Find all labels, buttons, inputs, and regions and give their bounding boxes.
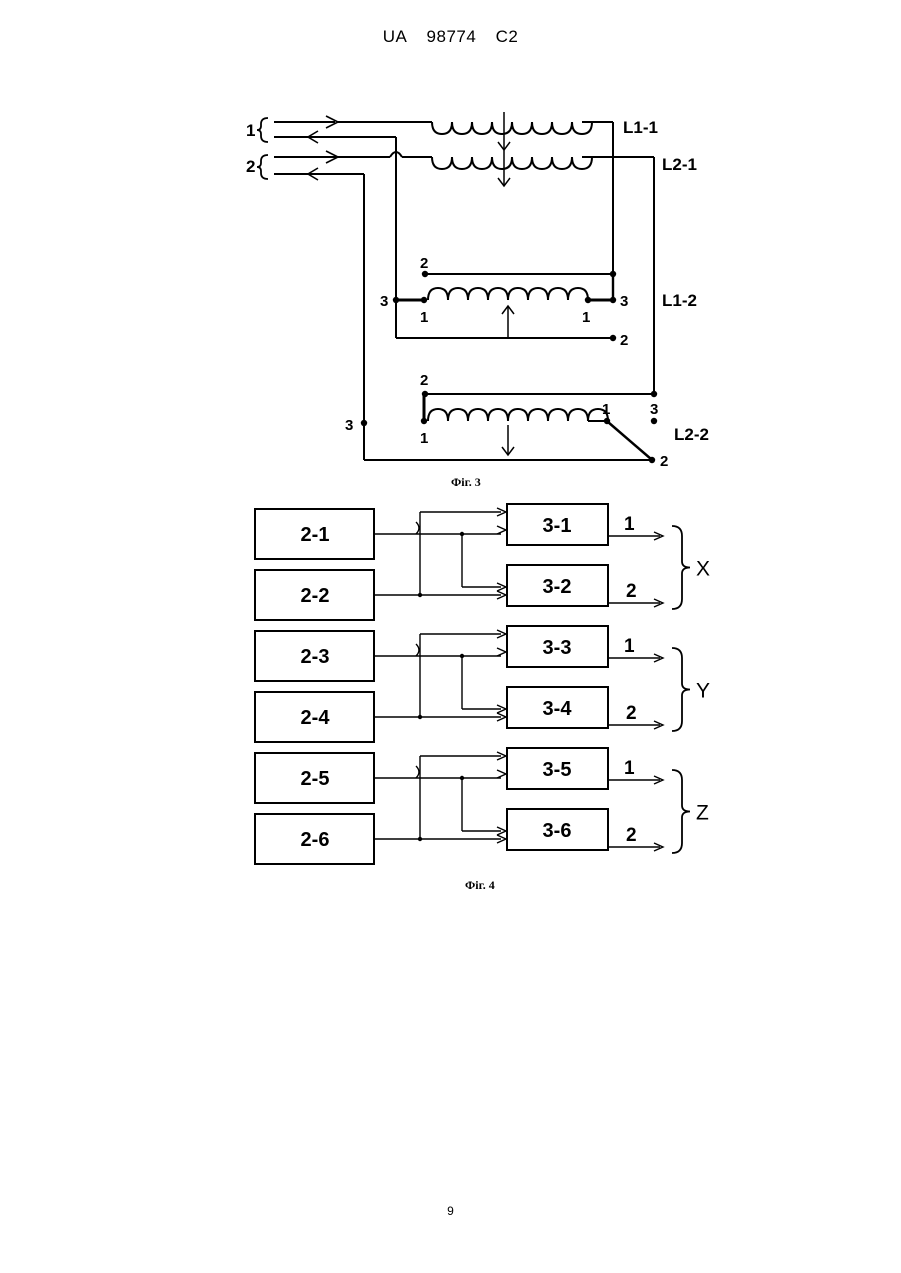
junction-dot xyxy=(418,837,422,841)
coil-l2-2 xyxy=(428,409,608,421)
terminal-label: 2 xyxy=(420,255,428,272)
source-block-label: 2-6 xyxy=(301,829,330,851)
terminal-label: 2 xyxy=(420,372,428,389)
figure-4-caption: Фіг. 4 xyxy=(465,878,495,892)
output-label: 1 xyxy=(624,758,635,779)
source-block-label: 2-2 xyxy=(301,585,330,607)
terminal-label: 2 xyxy=(620,332,628,349)
terminal-dot xyxy=(361,420,367,426)
terminal-dot xyxy=(604,418,610,424)
terminal-label: 3 xyxy=(345,417,353,434)
output-label: 2 xyxy=(626,581,637,602)
terminal-label: 2 xyxy=(660,453,668,470)
arrow-right-icon xyxy=(497,648,506,656)
junction-dot xyxy=(460,532,464,536)
terminal-label: 1 xyxy=(602,401,610,418)
terminal-dot xyxy=(610,297,616,303)
junction-dot xyxy=(460,776,464,780)
terminal-dot xyxy=(393,297,399,303)
source-block-label: 2-4 xyxy=(301,707,331,729)
input-2-label: 2 xyxy=(246,157,255,176)
terminal-label: 1 xyxy=(420,309,428,326)
terminal-label: 1 xyxy=(582,309,590,326)
wire-crossing xyxy=(416,644,419,656)
winding-label-l2-1: L2-1 xyxy=(662,155,697,174)
page-number: 9 xyxy=(0,1204,901,1218)
brace-icon xyxy=(672,648,690,731)
terminal-label: 1 xyxy=(420,430,428,447)
arrow-right-icon xyxy=(497,526,506,534)
axis-label: Y xyxy=(696,680,710,703)
output-label: 2 xyxy=(626,703,637,724)
wire-crossing xyxy=(416,522,419,534)
junction-dot xyxy=(418,593,422,597)
axis-label: Z xyxy=(696,802,709,825)
receiver-block-label: 3-6 xyxy=(543,820,572,842)
arrow-right-icon xyxy=(497,770,506,778)
input-1-label: 1 xyxy=(246,121,255,140)
brace-icon xyxy=(672,526,690,609)
coil-l1-2 xyxy=(428,288,588,300)
terminal-dot xyxy=(610,335,616,341)
receiver-block-label: 3-1 xyxy=(543,515,572,537)
input-1-brace xyxy=(257,118,268,142)
coil-l2-1 xyxy=(432,157,592,169)
receiver-block-label: 3-3 xyxy=(543,637,572,659)
terminal-dot xyxy=(651,418,657,424)
source-block-label: 2-1 xyxy=(301,524,330,546)
source-block-label: 2-5 xyxy=(301,768,330,790)
fig3-labels: 1 2 L1-1 L2-1 L1-2 L2-2 2 3 1 1 3 2 2 3 … xyxy=(246,118,709,470)
coil-l1-1 xyxy=(432,122,592,134)
terminal-dot xyxy=(651,391,657,397)
terminal-label: 3 xyxy=(620,293,628,310)
output-label: 1 xyxy=(624,636,635,657)
winding-label-l1-2: L1-2 xyxy=(662,291,697,310)
junction-dot xyxy=(418,715,422,719)
wire-crossing xyxy=(416,766,419,778)
terminal-dot xyxy=(610,271,616,277)
terminal-label: 3 xyxy=(380,293,388,310)
terminal-dot xyxy=(585,297,591,303)
junction-dot xyxy=(460,654,464,658)
terminal-dot xyxy=(421,418,427,424)
source-block-label: 2-3 xyxy=(301,646,330,668)
axis-label: X xyxy=(696,558,710,581)
receiver-block-label: 3-4 xyxy=(543,698,573,720)
switch-blade xyxy=(608,422,651,459)
terminal-dot xyxy=(649,457,655,463)
terminal-dot xyxy=(422,391,428,397)
winding-label-l2-2: L2-2 xyxy=(674,425,709,444)
output-label: 1 xyxy=(624,514,635,535)
winding-label-l1-1: L1-1 xyxy=(623,118,658,137)
fig3-wires xyxy=(257,112,654,460)
terminal-dot xyxy=(421,297,427,303)
brace-icon xyxy=(672,770,690,853)
figure-3-caption: Фіг. 3 xyxy=(451,475,481,489)
terminal-label: 3 xyxy=(650,401,658,418)
output-label: 2 xyxy=(626,825,637,846)
receiver-block-label: 3-2 xyxy=(543,576,572,598)
receiver-block-label: 3-5 xyxy=(543,759,572,781)
input-2-brace xyxy=(257,155,268,179)
figure-4-block-diagram: 2-12-23-13-212X2-32-43-33-412Y2-52-63-53… xyxy=(255,504,710,864)
